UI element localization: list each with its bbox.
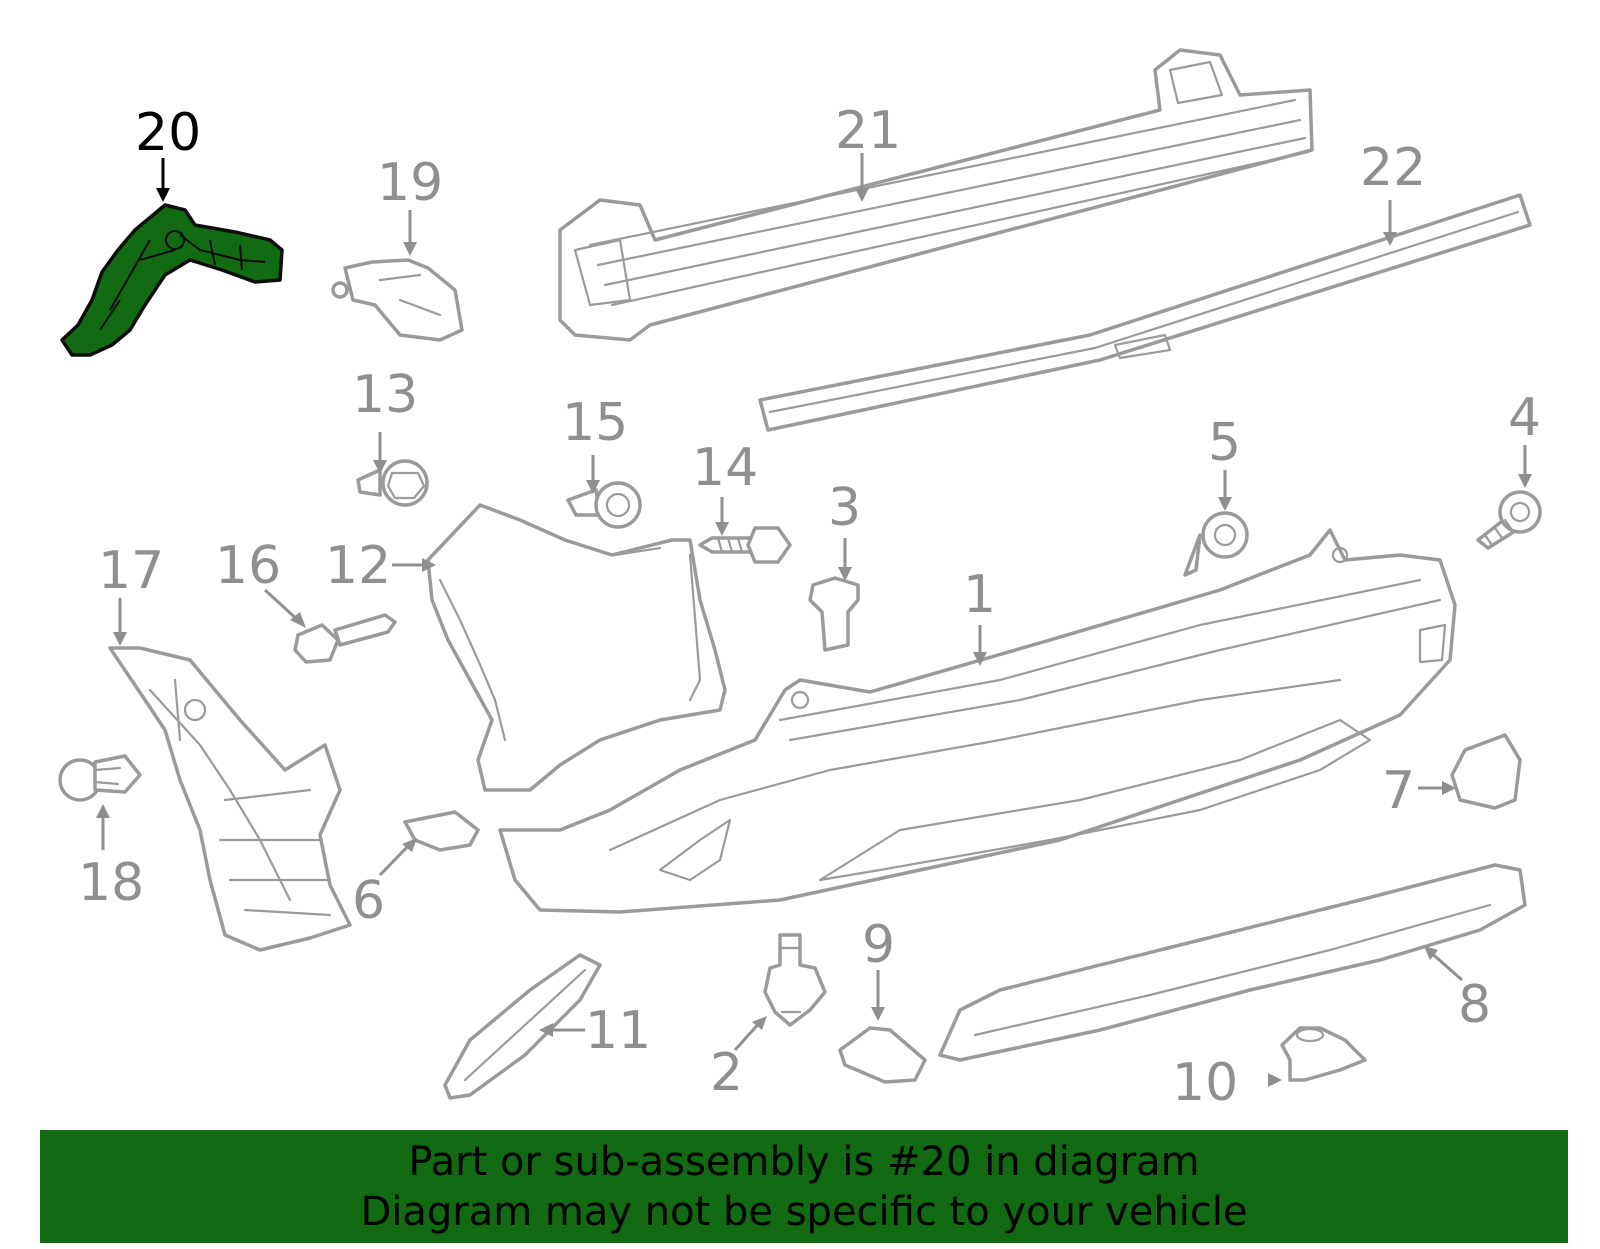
callout-2: 2: [710, 1043, 743, 1103]
callout-13: 13: [352, 365, 418, 425]
banner-line-1: Part or sub-assembly is #20 in diagram: [408, 1138, 1200, 1185]
callout-20: 20: [135, 103, 201, 163]
part-20-bracket-highlighted: [60, 203, 284, 357]
callout-4: 4: [1508, 388, 1541, 448]
callout-22: 22: [1360, 138, 1426, 198]
callout-17: 17: [98, 541, 164, 601]
part-1-bumper-cover: [498, 528, 1457, 914]
info-banner: Part or sub-assembly is #20 in diagram D…: [40, 1130, 1568, 1243]
callout-7: 7: [1382, 761, 1415, 821]
callout-5: 5: [1208, 413, 1241, 473]
part-19-bracket: [331, 258, 464, 342]
callout-3: 3: [828, 478, 861, 538]
callout-21: 21: [835, 101, 901, 161]
part-21-reinforcement-beam: [558, 48, 1314, 342]
part-8-lower-trim: [938, 863, 1527, 1062]
part-4-screw: [1476, 490, 1542, 550]
callout-1: 1: [963, 565, 996, 625]
part-2-pin: [763, 933, 827, 1027]
callout-18: 18: [78, 853, 144, 913]
part-22-energy-absorber-strip: [758, 193, 1532, 432]
callout-9: 9: [862, 915, 895, 975]
callout-10: 10: [1172, 1053, 1238, 1113]
part-17-side-support: [108, 646, 352, 952]
callout-6: 6: [352, 871, 385, 931]
callout-14: 14: [692, 438, 758, 498]
callout-16: 16: [215, 536, 281, 596]
part-11-reflector: [443, 953, 602, 1100]
callout-labels: 21 22 19 20 13 15 14 3 5 4 1 12 16 17 18…: [78, 101, 1541, 1113]
callout-8: 8: [1458, 975, 1491, 1035]
callout-11: 11: [585, 1001, 651, 1061]
leader-lines: [96, 153, 1532, 1087]
callout-12: 12: [325, 536, 391, 596]
part-13-nut: [356, 459, 429, 507]
callout-19: 19: [377, 153, 443, 213]
part-15-clip: [566, 481, 642, 529]
part-5-clip: [1183, 511, 1249, 577]
part-10-bracket: [1280, 1026, 1367, 1082]
part-12-side-bracket: [426, 503, 727, 792]
part-9-clip: [838, 1026, 927, 1084]
banner-line-2: Diagram may not be specific to your vehi…: [360, 1188, 1248, 1235]
part-6-cap: [403, 810, 480, 852]
part-3-push-pin: [808, 576, 860, 652]
part-18-clip: [58, 754, 142, 802]
callout-15: 15: [562, 393, 628, 453]
part-14-bolt: [698, 526, 792, 564]
part-7-reflector: [1450, 733, 1522, 810]
part-16-bolt: [293, 613, 397, 664]
